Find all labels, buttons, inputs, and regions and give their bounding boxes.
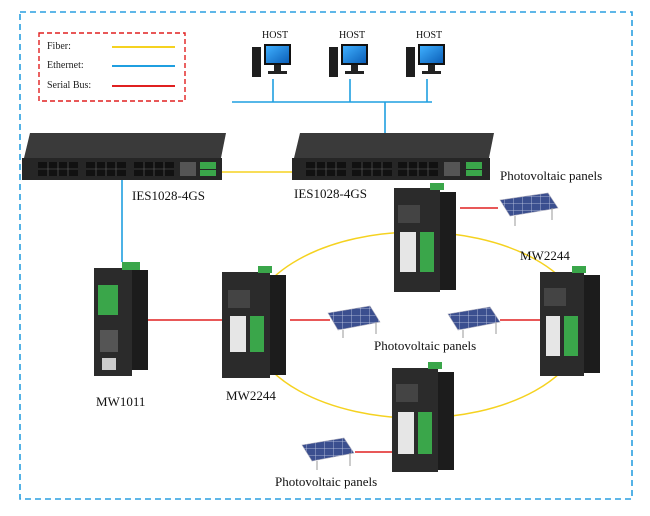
- host-computer: [406, 44, 445, 77]
- switch-ies1028-right: [292, 133, 494, 180]
- device-mw2244-top: [394, 183, 456, 292]
- solar-panel-bottom: [301, 437, 355, 470]
- switch-label-left: IES1028-4GS: [132, 188, 205, 203]
- ethernet-links: [121, 79, 432, 262]
- device-label-mw2244-right: MW2244: [520, 248, 570, 263]
- panel-label-top-right: Photovoltaic panels: [500, 168, 603, 183]
- device-mw1011: [94, 262, 148, 376]
- host-label: HOST: [262, 30, 289, 41]
- solar-panel-middle: [327, 305, 381, 338]
- switch-ies1028-left: [22, 133, 226, 180]
- legend: [38, 32, 186, 102]
- device-label-mw2244-left: MW2244: [226, 388, 276, 403]
- outer-frame: [19, 11, 633, 500]
- host-computer: [252, 44, 291, 77]
- serial-links: [148, 207, 540, 453]
- device-label-mw1011: MW1011: [96, 394, 146, 409]
- panel-label-bottom: Photovoltaic panels: [275, 474, 378, 489]
- host-label: HOST: [416, 30, 443, 41]
- device-mw2244-bottom: [392, 362, 454, 472]
- solar-panel-right: [447, 306, 501, 338]
- solar-panel-top-right: [499, 192, 559, 226]
- legend-ethernet-label: Ethernet:: [47, 60, 84, 71]
- device-mw2244-right: [540, 266, 600, 376]
- host-label: HOST: [339, 30, 366, 41]
- legend-fiber-label: Fiber:: [47, 41, 71, 52]
- panel-label-middle: Photovoltaic panels: [374, 338, 477, 353]
- device-mw2244-left: [222, 266, 286, 378]
- switch-label-right: IES1028-4GS: [294, 186, 367, 201]
- legend-serial-label: Serial Bus:: [47, 80, 92, 91]
- host-computer: [329, 44, 368, 77]
